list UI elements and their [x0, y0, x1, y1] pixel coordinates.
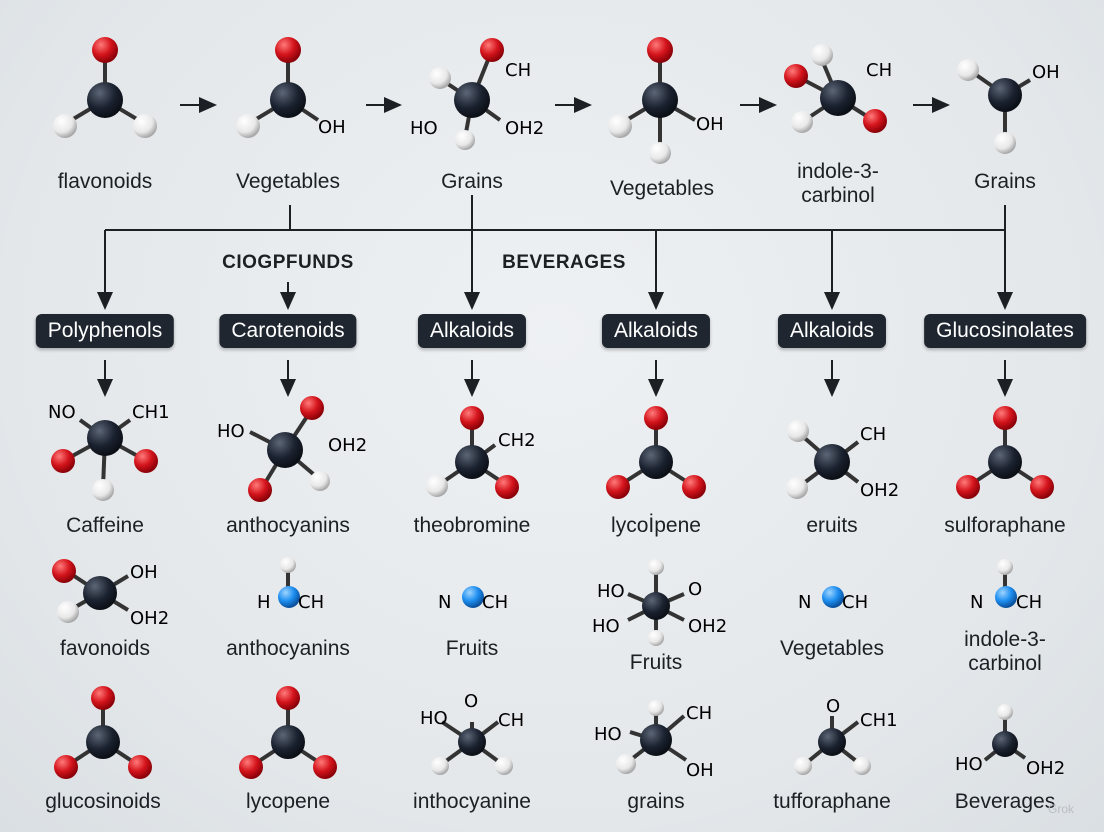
atom-label: H — [257, 592, 271, 613]
row4-label-4: grains — [627, 790, 685, 813]
atom-label: N — [438, 592, 451, 613]
molecule-vegetables-row3: N CH — [798, 586, 868, 613]
row4-label-5: tufforaphane — [773, 790, 891, 813]
row2-label-6: sulforaphane — [944, 514, 1066, 537]
row2-label-4: lycoİpene — [611, 514, 701, 537]
atom-label: OH2 — [130, 608, 169, 629]
row2-label-3: theobromine — [413, 514, 531, 537]
atom-label: HO — [217, 421, 245, 442]
top-label-3: Grains — [441, 170, 503, 193]
molecule-theobromine: CH2 — [426, 406, 536, 499]
molecule-favonoids: OH OH2 — [52, 559, 169, 629]
atom-label: N — [970, 592, 983, 613]
molecule-flavonoids-top — [53, 37, 157, 138]
atom-label: CH1 — [860, 710, 898, 731]
row2-label-5: eruits — [806, 514, 858, 537]
atom-label: N — [798, 592, 811, 613]
row4-label-3: inthocyanine — [413, 790, 531, 813]
molecule-tufforaphane: O CH1 — [794, 696, 898, 775]
molecule-grains-top-2: OH — [957, 59, 1060, 154]
molecule-fruits-row3-2: HO O HO OH2 — [592, 559, 727, 646]
row3-label-6: indole-3- carbinol — [964, 628, 1046, 675]
row4-label-2: lycopene — [245, 790, 331, 813]
top-label-4: Vegetables — [610, 177, 714, 200]
atom-label: OH2 — [1026, 758, 1065, 779]
category-polyphenols: Polyphenols — [35, 314, 175, 348]
molecule-grains-top: CH HO OH2 — [410, 38, 544, 150]
atom-label: HO — [597, 581, 625, 602]
molecule-vegetables-top: OH — [236, 37, 346, 138]
atom-label: CH — [498, 710, 524, 731]
molecule-eruits: CH OH2 — [786, 420, 899, 501]
molecule-beverages: HO OH2 — [955, 704, 1065, 779]
atom-label: CH — [1016, 592, 1042, 613]
molecule-grains-row4: HO CH OH — [594, 700, 714, 781]
atom-label: CH — [482, 592, 508, 613]
molecule-sulforaphane — [956, 406, 1054, 499]
atom-label: CH2 — [498, 430, 536, 451]
molecule-anthocyanins: HO OH2 — [217, 396, 367, 502]
atom-label: OH2 — [860, 480, 899, 501]
molecule-anthocyanins-row3: H CH — [257, 557, 324, 613]
atom-label: O — [826, 696, 840, 717]
row3-label-2: anthocyanins — [226, 637, 350, 660]
atom-label: OH2 — [328, 435, 367, 456]
section-label-left: CIOGPFUNDS — [222, 252, 354, 273]
molecule-lycopene-row2 — [606, 406, 706, 499]
top-label-2: Vegetables — [236, 170, 340, 193]
row3-label-3: Fruits — [445, 637, 499, 660]
atom-label: HO — [592, 616, 620, 637]
molecule-lycopene — [239, 686, 337, 779]
atom-label: OH — [130, 562, 158, 583]
atom-label: O — [464, 691, 478, 712]
atom-label: CH — [842, 592, 868, 613]
molecule-fruits-row3: N CH — [438, 586, 508, 613]
atom-label: OH — [1032, 62, 1060, 83]
molecule-glucosinoids — [54, 686, 152, 779]
row3-label-5: Vegetables — [780, 637, 884, 660]
top-label-6: Grains — [974, 170, 1036, 193]
category-carotenoids: Carotenoids — [219, 314, 357, 348]
row2-label-2: anthocyanins — [226, 514, 350, 537]
top-label-5: indole-3- carbinol — [797, 160, 879, 207]
section-label-middle: BEVERAGES — [502, 252, 626, 273]
atom-label: HO — [420, 708, 448, 729]
molecule-indole-3-carbinol-row3: N CH — [970, 559, 1042, 613]
atom-label: HO — [955, 754, 983, 775]
atom-label: HO — [410, 118, 438, 139]
row3-label-4: Fruits — [629, 651, 683, 674]
top-label-1: flavonoids — [57, 170, 153, 193]
row4-label-6: Beverages — [954, 790, 1056, 813]
category-glucosinolates: Glucosinolates — [924, 314, 1086, 348]
atom-label: OH — [318, 117, 346, 138]
row4-label-1: glucosinoids — [45, 790, 161, 813]
atom-label: OH2 — [688, 616, 727, 637]
atom-label: CH — [860, 424, 886, 445]
atom-label: OH — [696, 114, 724, 135]
category-alkaloids-3: Alkaloids — [777, 314, 887, 348]
atom-label: CH1 — [132, 402, 170, 423]
watermark: Grok — [1047, 802, 1074, 816]
molecule-caffeine: NO CH1 — [48, 402, 170, 501]
molecule-inthocyanine: HO O CH — [420, 691, 524, 775]
row3-label-1: favonoids — [60, 637, 150, 660]
atom-label: CH — [505, 60, 531, 81]
molecule-vegetables-top-2: OH — [608, 37, 724, 164]
atom-label: HO — [594, 724, 622, 745]
connectors — [97, 97, 1013, 397]
molecule-indole-3-carbinol-top: CH — [784, 44, 892, 133]
category-alkaloids-2: Alkaloids — [601, 314, 711, 348]
category-alkaloids: Alkaloids — [417, 314, 527, 348]
atom-label: OH — [686, 760, 714, 781]
atom-label: NO — [48, 402, 76, 423]
atom-label: O — [688, 579, 702, 600]
row2-label-1: Caffeine — [66, 514, 144, 537]
atom-label: OH2 — [505, 118, 544, 139]
atom-label: CH — [686, 703, 712, 724]
atom-label: CH — [866, 60, 892, 81]
atom-label: CH — [298, 592, 324, 613]
